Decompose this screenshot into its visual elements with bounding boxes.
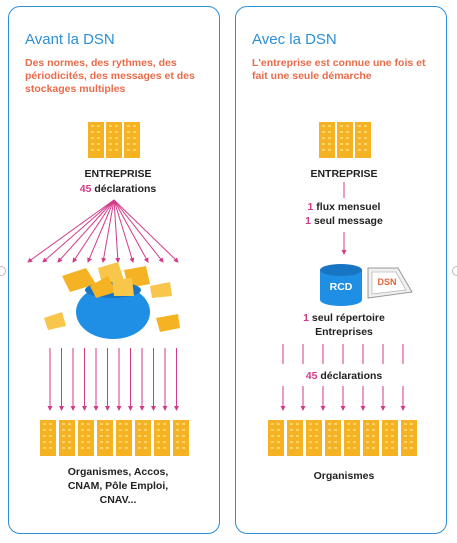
fan-arrow — [42, 199, 115, 263]
building-icon — [59, 420, 75, 456]
fan-arrow — [57, 199, 115, 263]
company-label: ENTREPRISE — [84, 168, 152, 180]
building-icon — [116, 420, 132, 456]
fan-arrow — [113, 199, 135, 263]
fan-arrow — [113, 199, 149, 263]
connector-dot — [452, 266, 457, 276]
declarations-text: 45 déclarations — [48, 183, 188, 196]
organisms-line-2: CNAM, Pôle Emploi, — [67, 480, 169, 492]
building-icon — [40, 420, 56, 456]
building-icon — [154, 420, 170, 456]
message-label: seul message — [313, 215, 383, 227]
building-icon — [97, 420, 113, 456]
panel-subtitle: Des normes, des rythmes, des périodicité… — [25, 57, 195, 95]
panel-title: Avec la DSN — [252, 31, 337, 48]
building-icon — [173, 420, 189, 456]
organisms-label: Organismes — [313, 470, 375, 482]
panel-subtitle: L'entreprise est connue une fois et fait… — [252, 57, 426, 82]
vertical-arrows — [47, 348, 179, 411]
company-label: ENTREPRISE — [310, 168, 378, 180]
building-icon — [268, 420, 284, 456]
rcd-label: RCD — [329, 281, 353, 293]
flux-text: 1 flux mensuel — [274, 201, 414, 214]
fan-arrows — [27, 199, 179, 263]
dsn-logo-text: DSN — [377, 277, 397, 287]
building-icon — [306, 420, 322, 456]
repertoire-text: 1 seul répertoire — [264, 312, 424, 325]
declarations-count: 45 — [305, 370, 318, 382]
flux-label: flux mensuel — [316, 201, 381, 213]
organisms-line-1: Organismes, Accos, — [67, 466, 169, 478]
dsn-logo-icon — [367, 267, 413, 299]
money-bag-icon — [44, 262, 180, 339]
building-icon — [287, 420, 303, 456]
repertoire-label-1: seul répertoire — [311, 312, 385, 324]
building-icon — [363, 420, 379, 456]
repertoire-count: 1 — [303, 312, 309, 324]
repertoire-label-2: Entreprises — [315, 326, 373, 338]
message-text: 1 seul message — [274, 215, 414, 228]
fan-arrow — [101, 199, 115, 263]
building-icon — [325, 420, 341, 456]
building-icon — [344, 420, 360, 456]
declarations-label: déclarations — [320, 370, 383, 382]
vertical-arrows — [280, 386, 406, 411]
organism-buildings — [40, 420, 189, 456]
building-icon — [401, 420, 417, 456]
flux-count: 1 — [307, 201, 314, 213]
vertical-lines — [282, 344, 404, 364]
fan-arrow — [27, 199, 115, 263]
building-icon — [88, 122, 140, 158]
building-icon — [78, 420, 94, 456]
building-icon — [319, 122, 371, 158]
declarations-text: 45 déclarations — [274, 370, 414, 383]
building-icon — [135, 420, 151, 456]
panel-title: Avant la DSN — [25, 31, 115, 48]
building-icon — [382, 420, 398, 456]
declarations-label: déclarations — [94, 183, 157, 195]
organism-buildings — [268, 420, 417, 456]
declarations-count: 45 — [79, 183, 92, 195]
fan-arrow — [72, 199, 115, 263]
fan-arrow — [113, 199, 121, 263]
fan-arrow — [113, 199, 164, 263]
fan-arrow — [87, 199, 115, 263]
message-count: 1 — [305, 215, 312, 227]
connector-dot — [0, 266, 6, 276]
database-cylinder-icon — [320, 264, 362, 306]
organisms-line-3: CNAV... — [99, 494, 137, 506]
fan-arrow — [113, 199, 179, 263]
